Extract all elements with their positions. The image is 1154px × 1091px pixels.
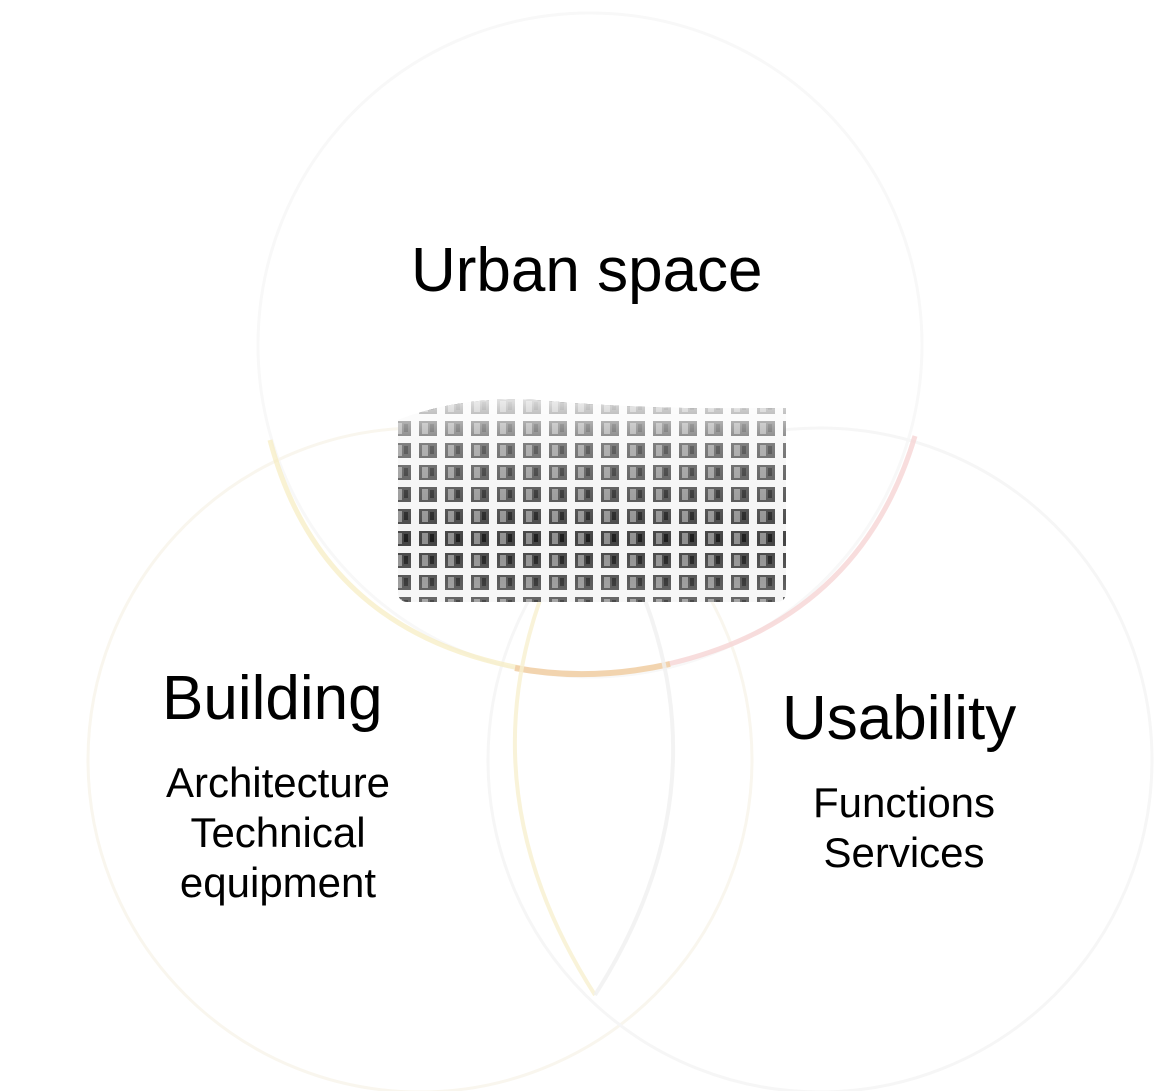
usability-subitems: Functions Services bbox=[774, 778, 1034, 878]
usability-left-arc bbox=[593, 599, 676, 997]
usability-subitem-services: Services bbox=[823, 829, 985, 876]
building-subitems: Architecture Technical equipment bbox=[128, 758, 428, 908]
urban-space-lower-arc-right bbox=[667, 435, 918, 667]
intersection-bottom-arc bbox=[514, 661, 671, 678]
building-subitem-architecture: Architecture bbox=[165, 759, 391, 806]
building-subitem-technical: Technical bbox=[190, 809, 366, 856]
urban-space-lower-arc-left bbox=[267, 439, 521, 671]
building-right-arc bbox=[512, 599, 597, 997]
usability-subitem-functions: Functions bbox=[812, 779, 996, 826]
building-title: Building bbox=[162, 664, 383, 733]
urban-space-title: Urban space bbox=[411, 236, 763, 305]
building-facade-photo bbox=[398, 399, 786, 602]
usability-title: Usability bbox=[782, 684, 1017, 753]
building-subitem-equipment: equipment bbox=[179, 859, 377, 906]
usability-circle bbox=[486, 426, 1154, 1091]
